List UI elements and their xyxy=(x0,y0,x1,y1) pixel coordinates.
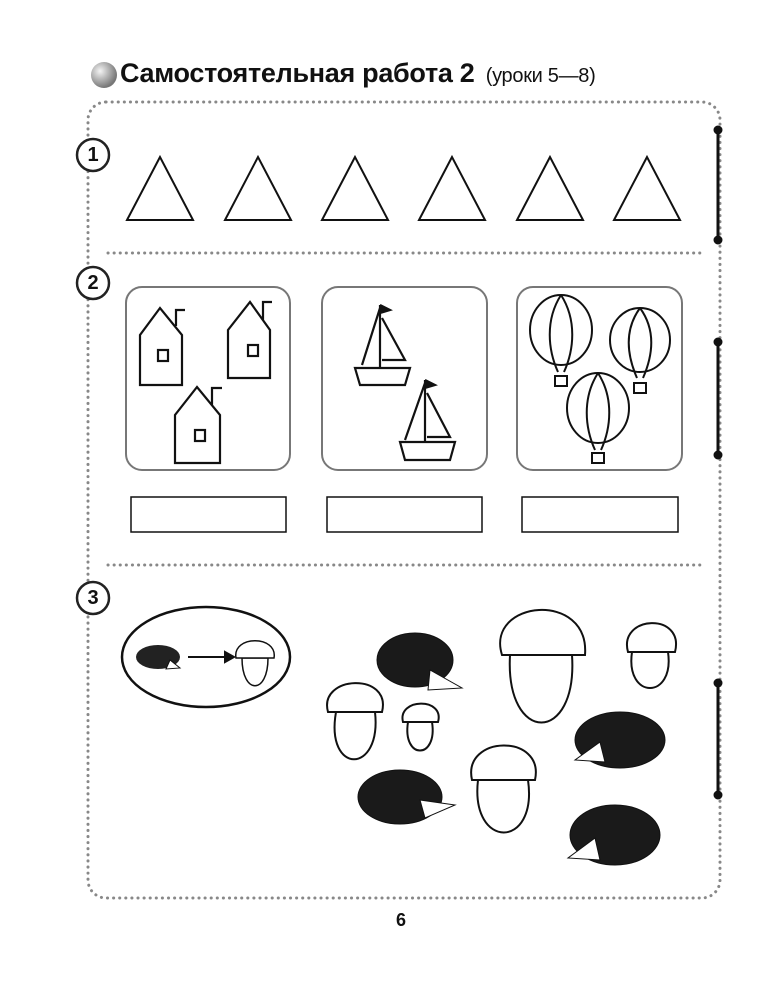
triangle[interactable] xyxy=(223,154,293,221)
triangle[interactable] xyxy=(125,154,195,221)
triangle[interactable] xyxy=(612,154,682,221)
triangle[interactable] xyxy=(417,154,487,221)
title-bullet-icon xyxy=(91,62,117,88)
dotted-frame xyxy=(86,100,722,900)
triangle[interactable] xyxy=(515,154,585,221)
task-number-circle xyxy=(75,265,111,301)
boats-picture-box xyxy=(321,286,488,471)
title-lessons: (уроки 5—8) xyxy=(485,65,596,87)
answer-box-boats[interactable] xyxy=(326,496,483,533)
page-number: 6 xyxy=(396,910,407,930)
title-text: Самостоятельная работа 2 xyxy=(120,58,475,88)
task-number-circle xyxy=(75,580,111,616)
answer-box-houses[interactable] xyxy=(130,496,287,533)
example-mushroom-icon xyxy=(235,640,275,687)
houses-picture-box xyxy=(125,286,291,471)
task-number-1: 1 xyxy=(87,144,99,166)
hedgehog-icons xyxy=(357,632,666,866)
arrow-icon xyxy=(188,650,237,664)
triangle[interactable] xyxy=(320,154,390,221)
task-number-3: 3 xyxy=(87,587,99,609)
house-icons xyxy=(138,300,272,465)
task-number-circle xyxy=(75,137,111,173)
answer-box-balloons[interactable] xyxy=(521,496,679,533)
balloon-icons xyxy=(529,294,671,464)
example-hedgehog-icon xyxy=(136,645,182,670)
boat-icons xyxy=(353,304,457,462)
page-title: Самостоятельная работа 2 (уроки 5—8) xyxy=(120,58,596,89)
mushroom-icons xyxy=(326,609,678,834)
task-number-2: 2 xyxy=(87,272,99,294)
